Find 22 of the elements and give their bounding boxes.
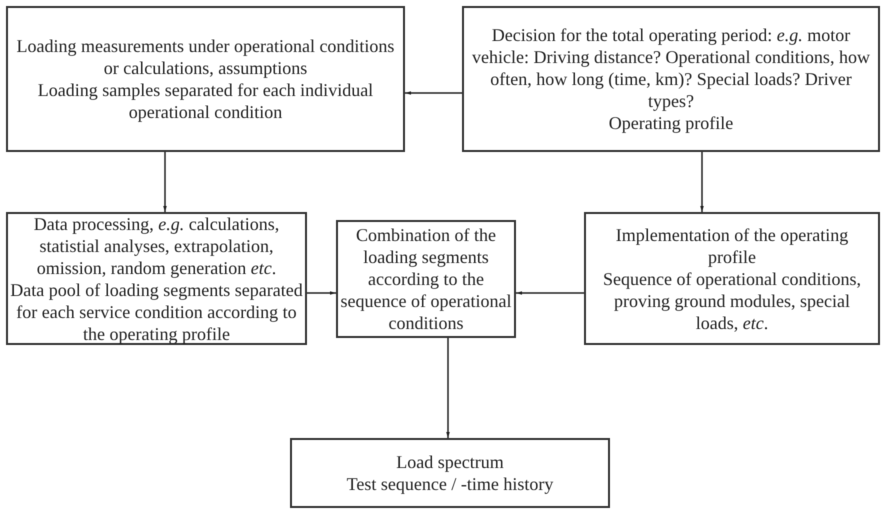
arrow bbox=[700, 152, 704, 212]
box-text: Load spectrum bbox=[396, 451, 504, 473]
arrow bbox=[163, 152, 167, 212]
process-box bbox=[6, 212, 307, 345]
arrow bbox=[446, 338, 450, 438]
box-text: Implementation of the operating profile bbox=[614, 224, 850, 268]
arrow bbox=[405, 91, 462, 95]
box-text: Data processing, e.g. calculations, statistial analyses, extrapolation, omission, random generation etc. bbox=[32, 212, 280, 278]
arrow bbox=[516, 291, 584, 295]
box-text: Sequence of operational conditions, proving ground modules, special loads, etc. bbox=[602, 268, 862, 334]
box-text: Test sequence / -time history bbox=[346, 473, 554, 495]
process-box bbox=[462, 6, 880, 152]
process-box bbox=[290, 438, 610, 508]
box-text: Loading samples separated for each individual operational condition bbox=[36, 79, 374, 123]
box-text: Operating profile bbox=[608, 112, 734, 134]
arrow bbox=[307, 291, 336, 295]
box-text: Decision for the total operating period: e.g. motor vehicle: Driving distance? Operational conditions, how often, how long (time, km)? Special loads? Driver types? bbox=[471, 24, 871, 112]
process-box bbox=[584, 212, 880, 345]
process-box bbox=[6, 6, 405, 152]
box-text: Loading measurements under operational conditions or calculations, assumptions bbox=[16, 35, 396, 79]
box-text: Data pool of loading segments separated for each service condition according to the operating profile bbox=[9, 278, 304, 344]
box-text: Combination of the loading segments according to the sequence of operational conditions bbox=[340, 224, 512, 334]
